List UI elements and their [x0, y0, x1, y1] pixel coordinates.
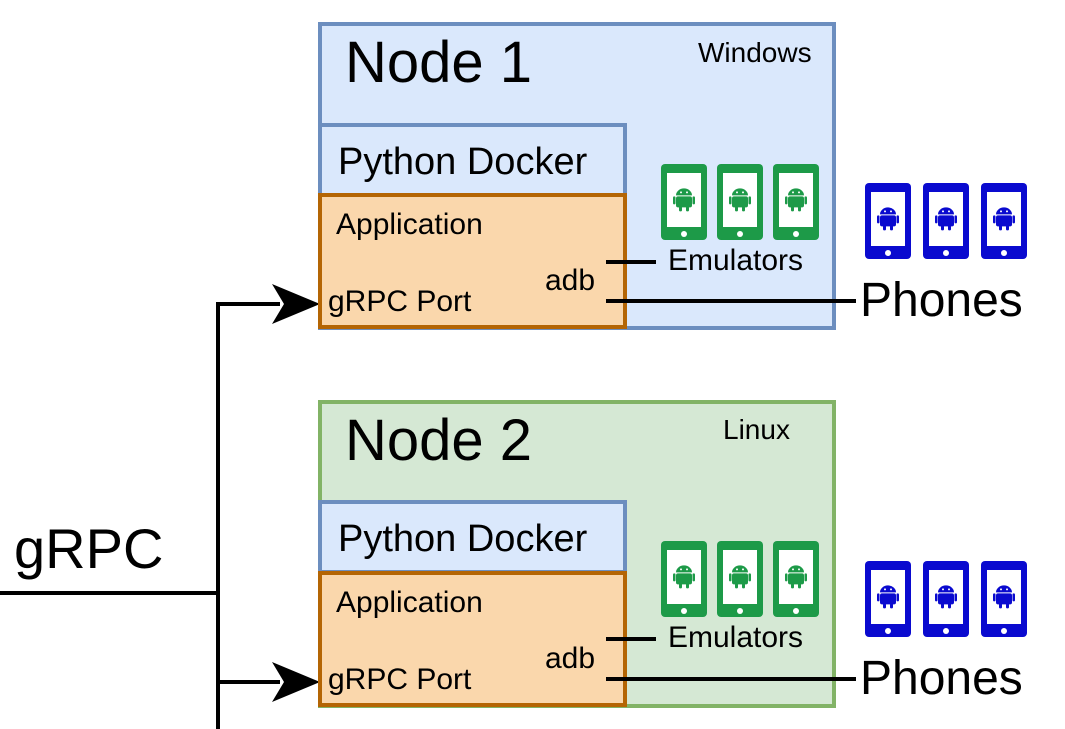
node2-phone-icon — [923, 561, 969, 637]
node1-os-label: Windows — [698, 37, 812, 68]
grpc-label: gRPC — [14, 517, 164, 580]
node2-phone-icon — [981, 561, 1027, 637]
node1-phone-icon — [923, 183, 969, 259]
node1-emulator-icon — [717, 164, 763, 240]
node2-adb-label: adb — [545, 642, 596, 675]
node1-emulator-icon — [773, 164, 819, 240]
node2-emulators-label: Emulators — [668, 621, 804, 654]
node2-title: Node 2 — [345, 408, 533, 473]
node2-grpc-arrowhead — [272, 662, 320, 702]
node2-application-box — [318, 571, 627, 707]
node1-adb-label: adb — [545, 264, 596, 297]
node1-grpc-port-label: gRPC Port — [328, 285, 472, 318]
node2-phones-label: Phones — [860, 652, 1023, 705]
node1-application-label: Application — [336, 208, 483, 241]
node1-emulators-label: Emulators — [668, 244, 804, 277]
node2-python-docker-label: Python Docker — [338, 518, 588, 560]
node2-application-label: Application — [336, 586, 483, 619]
node1-title: Node 1 — [345, 30, 533, 95]
node1-phones-label: Phones — [860, 274, 1023, 327]
node1-python-docker-label: Python Docker — [338, 141, 588, 183]
node1-grpc-arrowhead — [272, 284, 320, 324]
node2-emulator-icon — [773, 541, 819, 617]
node1-phone-icon — [865, 183, 911, 259]
node2-emulator-icon — [717, 541, 763, 617]
node1-emulator-icon — [661, 164, 707, 240]
node2-phone-icon — [865, 561, 911, 637]
node2-os-label: Linux — [723, 414, 790, 445]
node1-phone-icon — [981, 183, 1027, 259]
node2-grpc-port-label: gRPC Port — [328, 663, 472, 696]
node2-emulator-icon — [661, 541, 707, 617]
